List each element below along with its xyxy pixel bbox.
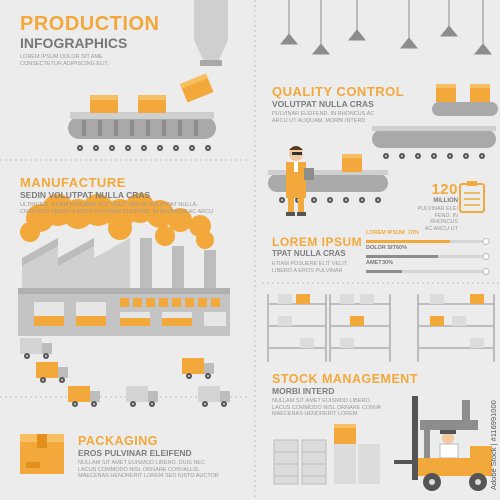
bar-percent-3: 30% [382, 260, 394, 266]
lorem-line-1: ETIAM POSUERE ELIT VELIT [272, 261, 348, 267]
stock-text: NULLAM SIT AMET EUISMOD LIBERO. LACUS CO… [272, 398, 402, 418]
delivery-trucks [20, 338, 230, 407]
hanging-lamps [279, 0, 493, 55]
bar-label-2: DOLOR SIT [366, 245, 396, 251]
stat-line-3: AC ARCU UT [424, 225, 458, 232]
stock-watermark-text: Adobe Stock | #116991000 [489, 400, 498, 490]
page-title: PRODUCTION [20, 13, 160, 35]
bar-end-knob [482, 238, 490, 245]
header-line-2: CONSECTETUR ADIPISCING ELIT. [20, 60, 109, 67]
manufacture-line-1: ULTRICIES, ETIAM POSUERE ELIT VELIT. SED… [20, 202, 198, 208]
manufacture-text: ULTRICIES, ETIAM POSUERE ELIT VELIT. SED… [20, 202, 250, 215]
bar-percent-3-value: 30 [382, 260, 389, 266]
bar-percent-2: 60% [396, 245, 408, 251]
stock-title: STOCK MANAGEMENT [272, 372, 418, 386]
page-subtitle: INFOGRAPHICS [20, 35, 128, 51]
bar-fill [366, 270, 402, 273]
pallets-illustration [273, 424, 380, 485]
stat-number: 120 [431, 181, 458, 198]
packaging-line-3: MAECENAS HENDRERIT LOREM SED IUSTO AUCTO… [78, 473, 219, 479]
quality-line-1: PULVINAR ELEIFEND. IN RHONCUS AC [272, 111, 375, 117]
lorem-line-2: LIBERO A EROS PULVINAR [272, 267, 343, 274]
warehouse-shelves [267, 294, 495, 362]
manufacture-subtitle: SEDIN VOLUTPAT NULLA CRAS [20, 190, 151, 200]
packaging-line-2: LACUS COMMODO NISL ORNARE CONVALLIS. [78, 466, 200, 473]
bar-percent-1-value: 70 [408, 230, 415, 236]
forklift-illustration [394, 396, 492, 491]
bar-label-1: LOREM IPSUM [366, 230, 405, 236]
lorem-title: LOREM IPSUM [272, 235, 363, 249]
clipboard-icon [459, 181, 485, 213]
manufacture-title: MANUFACTURE [20, 175, 126, 190]
package-box-icon [20, 434, 64, 474]
lorem-subtitle: TPAT NULLA CRAS [272, 249, 346, 258]
inspector-worker-illustration [268, 146, 388, 216]
stat-line-2: FEND. IN RHONCUS [430, 212, 458, 226]
packaging-line-1: NULLAM SIT AMET EUISMOD LIBERO. DUIS NEC [78, 460, 205, 466]
packaging-text: NULLAM SIT AMET EUISMOD LIBERO. DUIS NEC… [78, 460, 248, 480]
bar-end-knob [482, 268, 490, 275]
bar-label-3: AMET [366, 260, 382, 266]
stock-subtitle: MORBI INTERD [272, 386, 335, 396]
bar-track [366, 270, 486, 273]
bar-percent-1: 70% [408, 230, 420, 236]
stat-line-1: PULVINAR ELEI [417, 206, 458, 212]
bar-fill [366, 240, 450, 243]
stat-text: PULVINAR ELEI FEND. IN RHONCUS AC ARCU U… [406, 206, 458, 232]
stat-unit: MILLION [433, 198, 458, 204]
stock-watermark: Adobe Stock | #116991000 [489, 340, 498, 490]
progress-bars [366, 238, 490, 275]
quality-title: QUALITY CONTROL [272, 84, 405, 99]
quality-subtitle: VOLUTPAT NULLA CRAS [272, 99, 374, 109]
quality-text: PULVINAR ELEIFEND. IN RHONCUS AC ARCU UT… [272, 111, 402, 124]
stock-line-2: LACUS COMMODO NISL ORNARE CONVA [272, 404, 382, 411]
header-line-1: LOREM IPSUM DOLOR SIT AME [20, 54, 103, 60]
top-conveyor-illustration [68, 0, 228, 151]
bar-percent-2-value: 60 [396, 245, 403, 251]
factory-illustration [18, 193, 230, 336]
stock-line-1: NULLAM SIT AMET EUISMOD LIBERO. [272, 398, 372, 404]
bar-end-knob [482, 253, 490, 260]
stock-line-3: MAECENAS HENDRERIT LOREM [272, 411, 358, 417]
bar-fill [366, 255, 438, 258]
quality-line-2: ARCU UT ALIQUAM. MORBI INTERD [272, 117, 366, 124]
packaging-subtitle: EROS PULVINAR ELEIFEND [78, 448, 192, 458]
header-text: LOREM IPSUM DOLOR SIT AME CONSECTETUR AD… [20, 54, 160, 67]
manufacture-line-2: CRAS NON LIBERO A EROS PULVINAR ELEIFEND… [20, 208, 214, 215]
quality-upper-conveyor [372, 84, 498, 159]
lorem-text: ETIAM POSUERE ELIT VELIT LIBERO A EROS P… [272, 261, 362, 274]
packaging-title: PACKAGING [78, 434, 158, 448]
